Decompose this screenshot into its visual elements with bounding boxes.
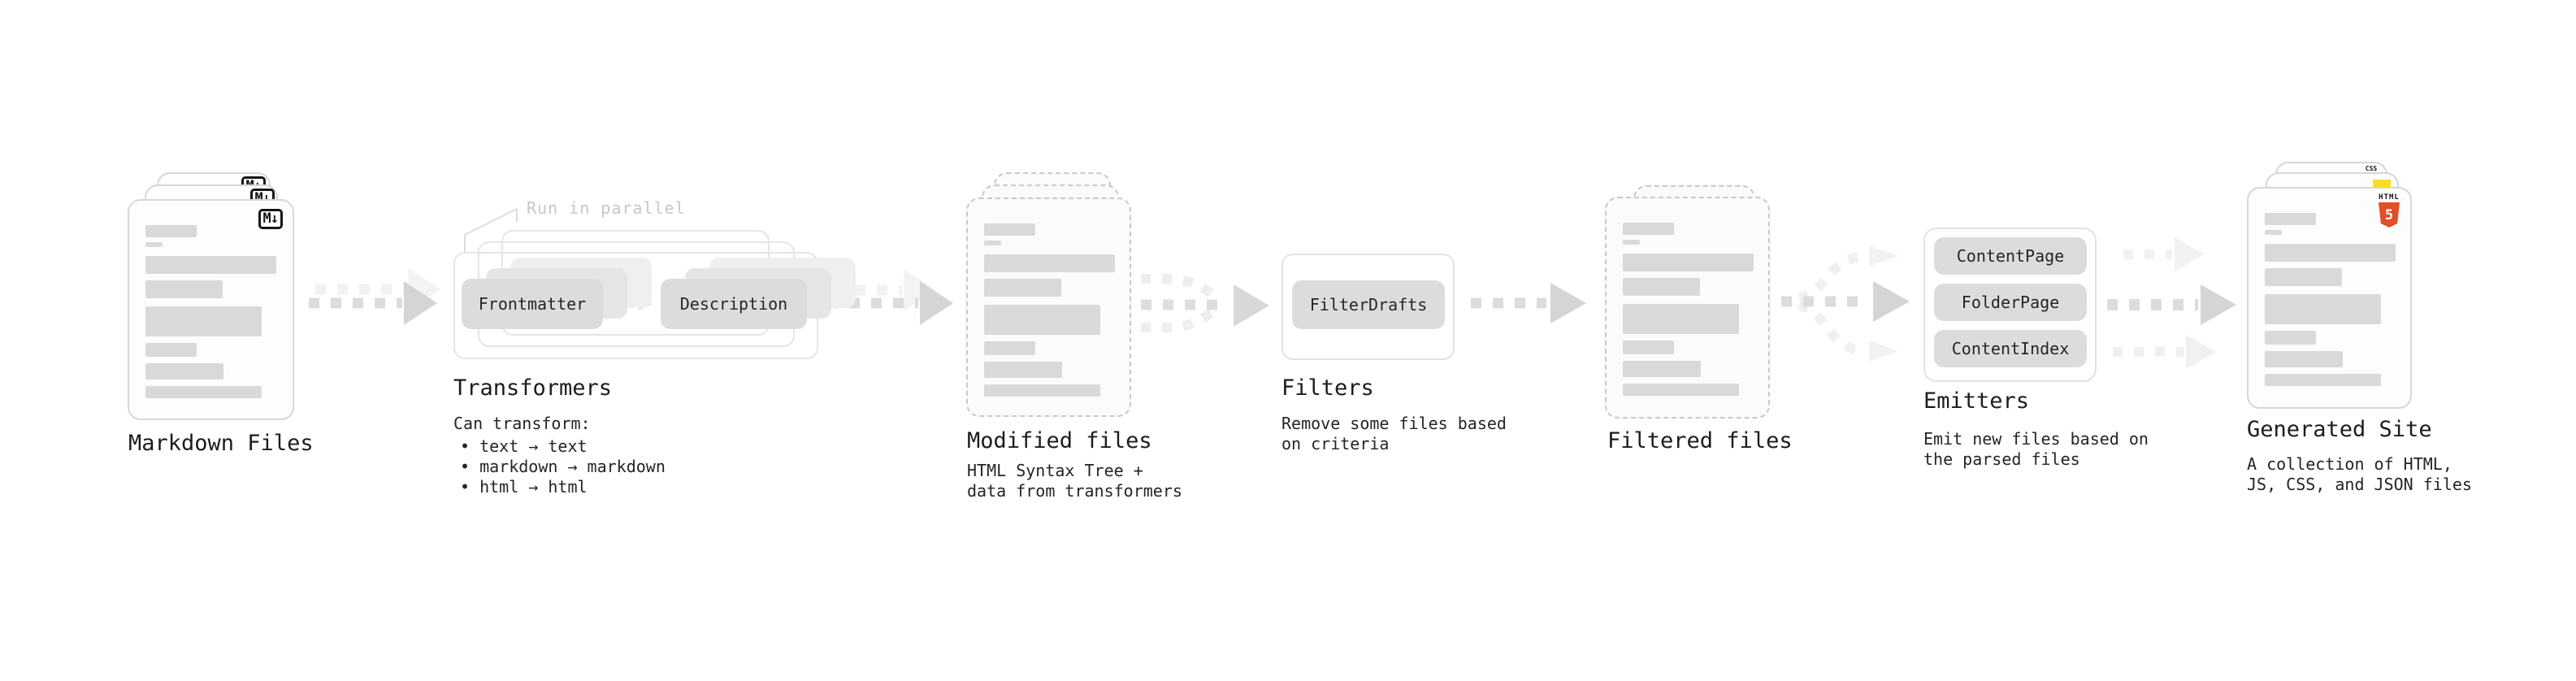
text-line-placeholder	[984, 305, 1100, 335]
contentpage-box: ContentPage	[1934, 237, 2087, 275]
frontmatter-box-label: Frontmatter	[478, 294, 587, 314]
contentpage-box-label: ContentPage	[1956, 246, 2065, 266]
text-line-placeholder	[1623, 278, 1700, 296]
doc-text-placeholder-lines	[2265, 189, 2396, 386]
text-line-placeholder	[145, 386, 262, 398]
text-line-placeholder	[2265, 374, 2381, 386]
stage-title-generated-site: Generated Site	[2247, 417, 2432, 442]
text-line-placeholder	[145, 363, 223, 380]
generated-site-card-front: HTML 5	[2247, 187, 2412, 409]
stage-title-markdown-files: Markdown Files	[128, 431, 314, 456]
html5-icon-label: HTML	[2379, 193, 2400, 202]
text-line-placeholder	[984, 279, 1061, 297]
text-line-placeholder	[2265, 294, 2381, 324]
contentindex-box: ContentIndex	[1934, 330, 2087, 367]
transformers-bullet-list: text → text markdown → markdown html → h…	[460, 436, 666, 497]
folderpage-box-label: FolderPage	[1961, 293, 2060, 312]
generated-site-description: A collection of HTML, JS, CSS, and JSON …	[2247, 454, 2472, 494]
text-line-placeholder	[1623, 340, 1674, 354]
arrow-filters-to-filtered	[1471, 283, 1586, 323]
filtered-file-card-front	[1605, 197, 1770, 419]
stage-title-emitters: Emitters	[1923, 388, 2030, 414]
doc-text-placeholder-lines	[984, 199, 1115, 397]
stage-title-filters: Filters	[1281, 375, 1374, 401]
arrow-filtered-to-emitters-diverge	[1781, 245, 1910, 362]
text-line-placeholder	[984, 384, 1100, 397]
doc-text-placeholder-lines	[145, 201, 276, 398]
text-line-placeholder	[984, 254, 1115, 272]
text-line-placeholder	[2265, 268, 2342, 286]
run-in-parallel-note: Run in parallel	[527, 198, 686, 218]
stage-title-transformers: Transformers	[453, 375, 613, 401]
markdown-icon: M↓	[258, 209, 283, 229]
filters-description: Remove some files based on criteria	[1281, 414, 1507, 453]
text-line-placeholder	[984, 341, 1035, 355]
text-line-placeholder	[145, 256, 276, 274]
text-line-placeholder	[145, 306, 262, 336]
text-line-placeholder	[145, 225, 197, 237]
text-line-placeholder	[1623, 304, 1739, 334]
frontmatter-box: Frontmatter	[462, 279, 603, 329]
css-icon-label: CSS	[2365, 165, 2378, 172]
arrow-modified-to-filters-converge	[1141, 274, 1269, 332]
arrow-markdown-to-transformers	[309, 268, 440, 325]
run-in-parallel-leader-line	[464, 208, 518, 253]
text-line-placeholder	[1623, 384, 1739, 396]
text-line-placeholder	[2265, 213, 2316, 225]
folderpage-box: FolderPage	[1934, 284, 2087, 321]
html5-icon-number: 5	[2384, 206, 2394, 223]
contentindex-box-label: ContentIndex	[1951, 339, 2070, 358]
text-line-placeholder	[984, 362, 1062, 378]
modified-file-card-front	[966, 197, 1131, 417]
text-line-placeholder	[1623, 254, 1754, 271]
stage-title-filtered-files: Filtered files	[1607, 428, 1793, 453]
text-line-placeholder	[2265, 244, 2396, 262]
doc-text-placeholder-lines	[1623, 198, 1754, 396]
emitters-description: Emit new files based on the parsed files	[1923, 429, 2149, 469]
text-line-placeholder	[1623, 361, 1701, 377]
text-line-placeholder	[145, 280, 223, 298]
markdown-file-card-front: M↓	[128, 199, 294, 420]
filterdrafts-box-label: FilterDrafts	[1309, 295, 1428, 314]
arrow-transformers-to-modified	[827, 269, 953, 325]
bullet-item: text → text	[460, 436, 666, 457]
description-box-label: Description	[679, 294, 788, 314]
text-line-placeholder	[1623, 240, 1640, 245]
stage-title-modified-files: Modified files	[967, 428, 1152, 453]
text-line-placeholder	[2265, 351, 2343, 367]
arrow-emitters-to-generated	[2107, 237, 2236, 369]
modified-files-description: HTML Syntax Tree + data from transformer…	[967, 461, 1182, 501]
text-line-placeholder	[984, 223, 1035, 236]
description-box: Description	[661, 279, 807, 329]
bullet-item: html → html	[460, 477, 666, 497]
text-line-placeholder	[145, 343, 197, 357]
html5-icon: HTML 5	[2375, 193, 2403, 228]
filterdrafts-box: FilterDrafts	[1292, 280, 1445, 329]
text-line-placeholder	[1623, 223, 1674, 235]
text-line-placeholder	[2265, 331, 2316, 345]
text-line-placeholder	[984, 241, 1001, 245]
bullet-item: markdown → markdown	[460, 457, 666, 477]
html5-icon-shield: 5	[2379, 202, 2400, 228]
text-line-placeholder	[2265, 230, 2282, 235]
transformers-desc-heading: Can transform:	[453, 414, 591, 433]
text-line-placeholder	[145, 242, 163, 247]
